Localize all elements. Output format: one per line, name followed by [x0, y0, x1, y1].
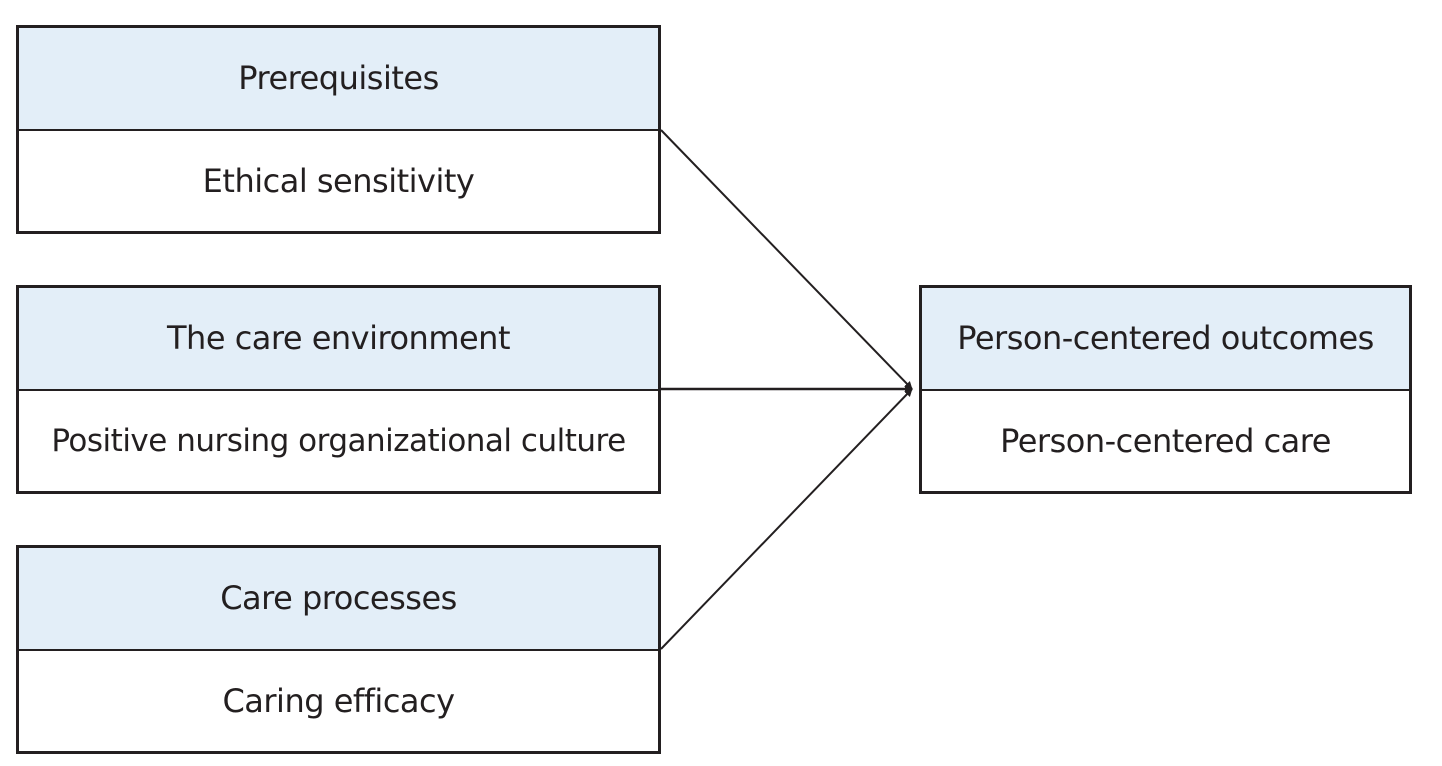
care-processes-heading: Care processes: [19, 548, 658, 651]
person-centered-outcomes-heading: Person-centered outcomes: [922, 288, 1409, 391]
prerequisites-heading: Prerequisites: [19, 28, 658, 131]
person-centered-outcomes-box: Person-centered outcomes Person-centered…: [919, 285, 1412, 494]
care-environment-content: Positive nursing organizational culture: [51, 422, 626, 459]
care-environment-box: The care environment Positive nursing or…: [16, 285, 661, 494]
arrow-prerequisites-to-outcomes: [660, 129, 913, 390]
prerequisites-content: Ethical sensitivity: [202, 161, 475, 200]
person-centered-outcomes-content: Person-centered care: [1000, 421, 1331, 460]
prerequisites-box: Prerequisites Ethical sensitivity: [16, 25, 661, 234]
care-processes-content: Caring efficacy: [222, 681, 455, 720]
arrow-processes-to-outcomes: [660, 388, 913, 650]
care-environment-heading: The care environment: [19, 288, 658, 391]
care-processes-box: Care processes Caring efficacy: [16, 545, 661, 754]
